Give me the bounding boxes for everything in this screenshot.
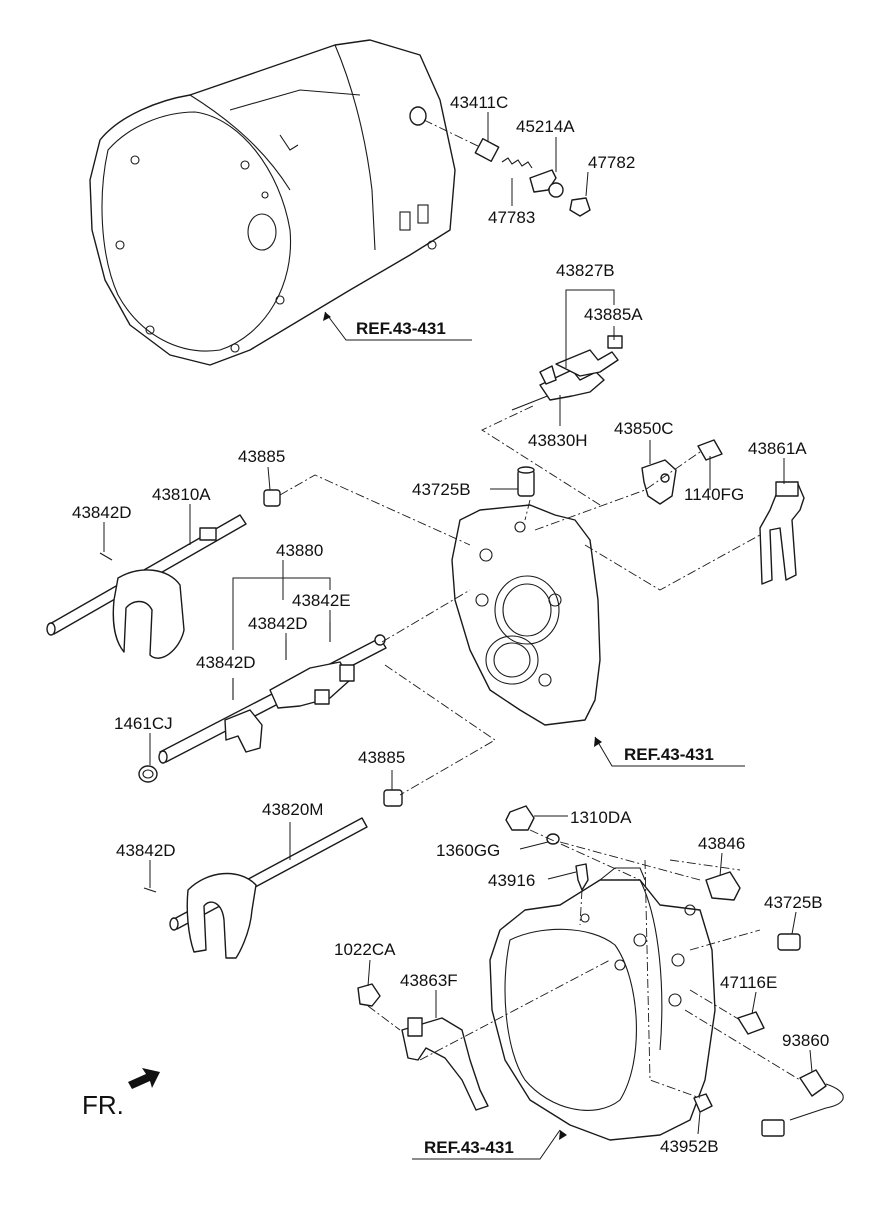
ref-label-top: REF.43-431 <box>356 319 446 338</box>
label-43885-top: 43885 <box>238 447 285 466</box>
label-43952B: 43952B <box>660 1137 719 1156</box>
label-43411C: 43411C <box>450 93 508 112</box>
label-43842D-2: 43842D <box>248 614 308 633</box>
label-43916: 43916 <box>488 871 535 890</box>
ref-mid-group <box>594 736 745 767</box>
label-1461CJ: 1461CJ <box>114 714 173 733</box>
bracket-43850C <box>641 439 723 505</box>
label-43880: 43880 <box>276 541 323 560</box>
small-parts-bottom <box>357 805 844 1137</box>
ref-bot-group <box>412 1129 567 1160</box>
transmission-case <box>489 867 716 1141</box>
front-direction-label: FR. <box>82 1090 124 1120</box>
label-43725B-top: 43725B <box>412 480 471 499</box>
label-43885-mid: 43885 <box>358 748 405 767</box>
label-43842D-3: 43842D <box>196 653 256 672</box>
label-47783: 47783 <box>488 208 535 227</box>
rail-43820M <box>143 817 368 959</box>
label-43725B-bottom: 43725B <box>764 893 823 912</box>
assembly-guide-lines <box>279 404 801 1099</box>
rail-43810A <box>46 514 247 659</box>
label-47782: 47782 <box>588 153 635 172</box>
label-43830H: 43830H <box>528 431 588 450</box>
label-43820M: 43820M <box>262 800 323 819</box>
label-45214A: 45214A <box>516 117 575 136</box>
label-93860: 93860 <box>782 1031 829 1050</box>
fork-43861A <box>759 481 805 585</box>
clutch-housing <box>89 39 456 366</box>
plunger-43725B-top <box>517 466 535 497</box>
lever-43863F <box>401 1017 489 1111</box>
bushing-43885-top <box>263 489 281 507</box>
bushing-43885-mid <box>383 789 403 807</box>
rail-43880 <box>158 622 387 764</box>
label-43810A: 43810A <box>152 485 211 504</box>
label-43863F: 43863F <box>400 971 458 990</box>
intermediate-plate <box>451 504 601 726</box>
label-47116E: 47116E <box>720 973 777 992</box>
label-43842E: 43842E <box>292 591 351 610</box>
label-1140FG: 1140FG <box>684 485 744 504</box>
label-43842D-1: 43842D <box>72 503 132 522</box>
label-43842D-4: 43842D <box>116 841 176 860</box>
front-direction-arrow <box>128 1068 160 1089</box>
snap-ring-1461CJ <box>138 765 158 783</box>
label-1022CA: 1022CA <box>334 940 396 959</box>
label-43846: 43846 <box>698 834 745 853</box>
label-1360GG: 1360GG <box>436 841 500 860</box>
ref-label-mid: REF.43-431 <box>624 745 714 764</box>
ref-label-bottom: REF.43-431 <box>424 1138 514 1157</box>
shift-lever-assembly <box>511 335 623 411</box>
small-parts-top <box>423 119 591 217</box>
label-43850C: 43850C <box>614 419 674 438</box>
leader-lines <box>103 112 813 1135</box>
label-43885A: 43885A <box>584 305 643 324</box>
label-1310DA: 1310DA <box>570 808 632 827</box>
label-43861A: 43861A <box>748 439 807 458</box>
ref-top-group <box>323 311 472 341</box>
label-43827B: 43827B <box>556 261 615 280</box>
